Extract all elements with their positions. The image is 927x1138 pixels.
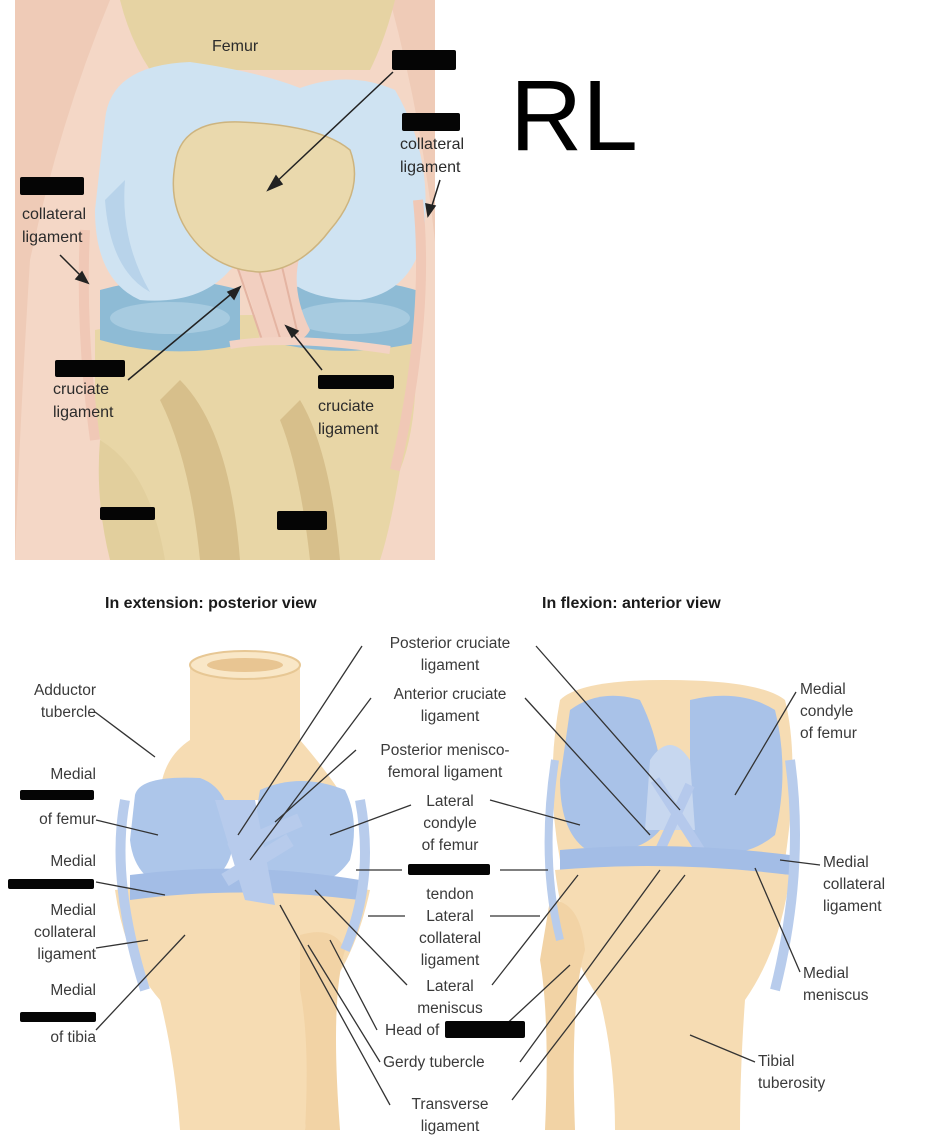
label-lateral-collateral: Lateral collateral ligament [395,906,505,972]
label-medial-condyle-tibia-top: Medial [8,980,96,1002]
label-popliteus-tendon: tendon [400,884,500,906]
lateral-meniscus-inner [110,302,230,334]
redaction-bar [20,177,84,195]
label-lateral-condyle-femur: Lateral condyle of femur [400,791,500,857]
label-adductor-tubercle: Adductor tubercle [8,680,96,724]
label-left-collateral: collateral ligament [22,203,86,249]
medial-meniscus-inner [294,302,410,334]
femur-marrow [207,658,283,672]
redaction-bar [277,511,327,530]
label-left-cruciate: cruciate ligament [53,378,113,424]
anterior-medial-condyle [687,696,783,854]
redaction-bar [445,1021,525,1038]
label-femur: Femur [212,35,258,58]
label-lateral-meniscus: Lateral meniscus [400,976,500,1020]
redaction-bar [100,507,155,520]
label-medial-meniscus-right: Medial meniscus [803,963,868,1007]
posterior-knee-drawing [115,651,370,1130]
label-medial-condyle-tibia-bottom: of tibia [8,1027,96,1049]
redaction-bar [392,50,456,70]
label-medial-condyle-femur-right: Medial condyle of femur [800,679,857,745]
redaction-bar [20,790,94,800]
label-tibial-tuberosity: Tibial tuberosity [758,1051,825,1095]
redaction-bar [408,864,490,875]
label-medial-collateral-right: Medial collateral ligament [823,852,885,918]
label-posterior-cruciate: Posterior cruciate ligament [360,633,540,677]
label-medial-meniscus-left: Medial [8,851,96,873]
redaction-bar [402,113,460,131]
redaction-bar [8,879,94,889]
redaction-bar [55,360,125,377]
posterior-fibula [300,932,345,1130]
anterior-flexion-drawing [540,680,795,1130]
heading-anterior-view: In flexion: anterior view [542,595,721,613]
label-head-of: Head of [385,1020,439,1042]
label-transverse-ligament: Transverse ligament [390,1094,510,1138]
label-top-right-collateral: collateral ligament [400,133,464,179]
label-medial-collateral-left: Medial collateral ligament [8,900,96,966]
redaction-bar [318,375,394,389]
label-medial-condyle-femur-top: Medial [8,764,96,786]
label-medial-condyle-femur-bottom: of femur [8,809,96,831]
heading-posterior-view: In extension: posterior view [105,595,317,613]
label-posterior-meniscofemoral: Posterior menisco- femoral ligament [350,740,540,784]
label-right-cruciate: cruciate ligament [318,395,378,441]
label-anterior-cruciate: Anterior cruciate ligament [360,684,540,728]
label-gerdy-tubercle: Gerdy tubercle [383,1052,485,1074]
redaction-bar [20,1012,96,1022]
